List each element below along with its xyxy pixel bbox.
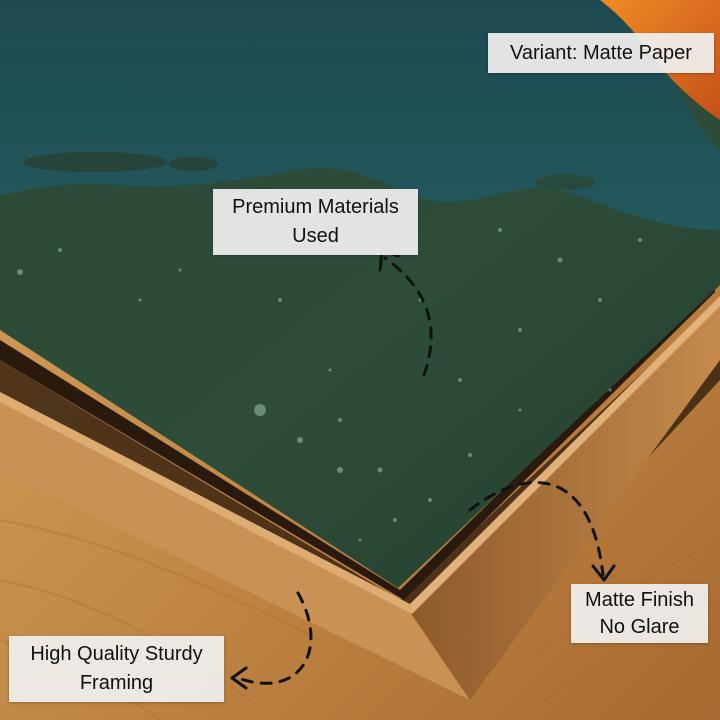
- frame-inner-gap: [0, 282, 715, 600]
- premium-materials-line-2: Used: [292, 225, 339, 247]
- frame-top-lip: [410, 296, 720, 614]
- frame-side-edge: [410, 300, 720, 700]
- sturdy-framing-line-2: Framing: [79, 672, 154, 694]
- arrow-framing: [236, 591, 313, 685]
- arrowhead-matte: [591, 564, 616, 582]
- frame-front-edge: [0, 400, 470, 700]
- premium-materials-line-1: Premium Materials: [232, 196, 399, 218]
- arrowhead-framing: [230, 666, 248, 690]
- matte-finish-line-2: No Glare: [599, 616, 680, 638]
- arrow-matte: [468, 481, 605, 577]
- variant-label-text: Variant: Matte Paper: [510, 41, 692, 64]
- print-cloud: [168, 157, 218, 171]
- print-speckles: [17, 228, 642, 542]
- variant-label: Variant: Matte Paper: [488, 33, 714, 73]
- arrow-premium: [383, 256, 433, 377]
- sturdy-framing-label: High Quality Sturdy Framing: [9, 636, 224, 702]
- matte-finish-line-1: Matte Finish: [585, 589, 694, 611]
- print-cloud: [535, 174, 595, 190]
- frame-front-lip: [0, 392, 412, 614]
- print-cloud: [23, 152, 167, 172]
- matte-finish-label: Matte Finish No Glare: [571, 584, 708, 643]
- premium-materials-label: Premium Materials Used: [213, 189, 418, 255]
- sturdy-framing-line-1: High Quality Sturdy: [30, 643, 203, 665]
